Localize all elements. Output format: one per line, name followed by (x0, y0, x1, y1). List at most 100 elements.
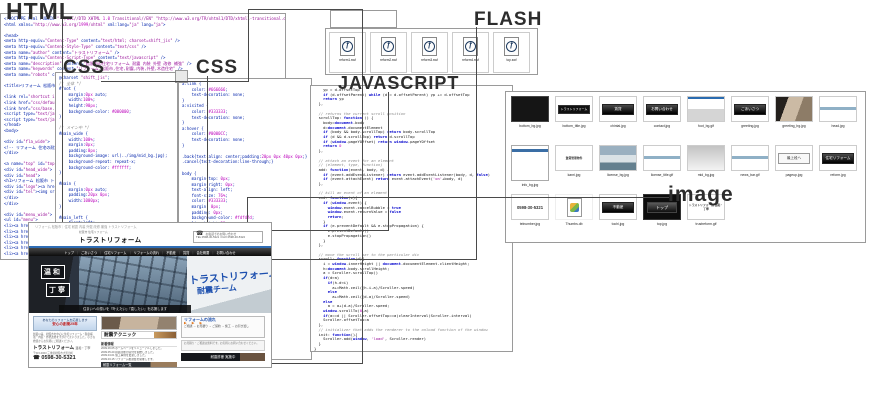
thumbnail[interactable] (687, 96, 725, 122)
connector-line-css-right (207, 76, 208, 222)
file-label: Thumbs.db (565, 222, 583, 226)
phone-icon: ☎ (196, 231, 204, 237)
gallery-item[interactable]: news_bar.gif (728, 143, 772, 192)
connector-line-flash-h (272, 259, 477, 260)
gallery-item[interactable]: トラストリフォーム 温和・丁寧 trustreform.gif (684, 192, 728, 241)
info-box: お見積り・ご相談は無料です。お気軽にお問い合わせください。 (181, 340, 265, 351)
file-label: top.jpg (656, 222, 668, 226)
file-label: trustreform.gif (695, 222, 717, 226)
hero-scaffolding-photo (79, 256, 199, 313)
news-item: 2009.04.01 施工事例を更新しました。 (101, 354, 148, 358)
nav-item: 会社概要 (189, 250, 210, 255)
file-label: greeting.jpg (741, 124, 759, 128)
file-label: foot_bg.gif (698, 124, 714, 128)
thumbnail[interactable]: 住宅リフォーム (819, 145, 857, 171)
website-logo: トラストリフォーム (79, 237, 142, 244)
nav-item: お問い合わせ (209, 250, 236, 255)
thumbnail[interactable] (555, 194, 593, 220)
thumbsdb-icon (566, 197, 582, 217)
campaign-banner: 耐震診断 実施中 (181, 353, 265, 361)
thumbnail[interactable]: トップ (643, 194, 681, 220)
gallery-item[interactable]: bottom_bg.jpg (508, 94, 552, 143)
thumbnail[interactable]: ごあいさつ (731, 96, 769, 122)
phone-line1: お電話でのお問い合わせ (205, 232, 237, 236)
thumbnail[interactable] (511, 96, 549, 122)
gallery-item[interactable]: トップ top.jpg (640, 192, 684, 241)
gallery-item[interactable]: Thumbs.db (552, 192, 596, 241)
thumbnail[interactable]: 最上段へ (775, 145, 813, 171)
clinic-title: 耐震テクニック (102, 332, 154, 338)
thumbnail[interactable] (511, 145, 549, 181)
thumbnail[interactable]: トラストリフォーム (555, 96, 593, 122)
news-list: 2009.06.05 ホームページをリニューアルしました。2009.05.20 … (101, 347, 177, 361)
file-label: head.jpg (831, 124, 845, 128)
thumbnail[interactable] (643, 145, 681, 171)
thumbnail[interactable] (731, 145, 769, 171)
gallery-item[interactable]: info_bg.jpg (508, 143, 552, 192)
website-logo-tagline: 松阪市 住宅リフォーム (79, 230, 108, 234)
nav-item: ごあいさつ (74, 250, 97, 255)
connector-line-css-left-h3 (272, 363, 363, 364)
hero-caption: 住まいへの想いを『叶えたい』『直したい』を応援します (59, 305, 191, 313)
connector-line-js-v (388, 92, 389, 231)
gallery-item[interactable]: license_title.gif (640, 143, 684, 192)
thumbnail[interactable]: 0598-30-5321 (511, 194, 549, 220)
thumbnail[interactable] (687, 145, 725, 171)
gallery-item[interactable]: ごあいさつ greeting.jpg (728, 94, 772, 143)
gallery-item[interactable]: foot_bg.gif (684, 94, 728, 143)
connector-line-html (62, 14, 63, 222)
gallery-item[interactable]: 0598-30-5321 telnumber.jpg (508, 192, 552, 241)
hero-stamp-2: 丁寧 (46, 283, 70, 297)
file-label: bottom_title.jpg (562, 124, 586, 128)
gallery-item[interactable]: 住宅リフォーム reform.jpg (816, 143, 860, 192)
connector-line-image-v (247, 198, 248, 223)
flow-title: リフォームの流れ (184, 317, 216, 322)
section-bar: 耐震リフォーム一覧 (101, 362, 177, 367)
thumbnail[interactable] (775, 96, 813, 122)
footer-company-name: トラストリフォーム (33, 345, 75, 351)
thumbnail[interactable]: お問い合わせ (643, 96, 681, 122)
gallery-item[interactable]: license_bg.jpg (596, 143, 640, 192)
phone-line2: TEL 0598-30-5321 / FAX 0598-30-5322 (196, 235, 246, 240)
thumbnail[interactable]: トラストリフォーム 温和・丁寧 (687, 194, 725, 220)
thumbnail[interactable] (819, 96, 857, 122)
flash-file-label: reform4.swf (462, 58, 479, 62)
gallery-item[interactable]: 不動産 tochi.jpg (596, 192, 640, 241)
nav-item: 不動産 (159, 250, 176, 255)
gallery-item[interactable]: head.jpg (816, 94, 860, 143)
website-content: あなたのリフォームを応援します 安心の創業25年 創業以来、松阪市を中心に住宅リ… (29, 313, 271, 367)
file-label: telnumber.jpg (519, 222, 541, 226)
nav-item: トップ (64, 250, 74, 255)
connector-line-css-left-v1 (248, 9, 249, 82)
scrollbar-fragment[interactable] (175, 70, 188, 83)
flash-file-icon: ƒ (422, 37, 437, 56)
file-label: tochi.jpg (611, 222, 625, 226)
thumbnail[interactable]: 不動産 (599, 194, 637, 220)
thumbnail[interactable]: 賃貸 (599, 96, 637, 122)
wood-texture (154, 332, 176, 338)
file-label: reform.jpg (830, 173, 846, 177)
thumbnail[interactable] (599, 145, 637, 171)
file-label: news_bar.gif (740, 173, 760, 177)
file-label: license_title.gif (650, 173, 674, 177)
javascript-source-code: yp = d.offsetTop if (d.offsetParent) whi… (314, 87, 491, 351)
gallery-item[interactable]: トラストリフォーム bottom_title.jpg (552, 94, 596, 143)
gallery-item[interactable]: greeting_bg.jpg (772, 94, 816, 143)
nav-item: リフォームの流れ (126, 250, 159, 255)
promo-line2: 安心の創業25年 (52, 322, 78, 326)
gallery-item[interactable]: mid_bg.jpg (684, 143, 728, 192)
javascript-label: JAVASCRIPT (338, 73, 460, 93)
news-item: 2009.06.05 ホームページをリニューアルしました。 (101, 347, 164, 350)
flash-file-label: reform2.swf (380, 58, 397, 62)
thumbnail[interactable]: 賃貸管理物件 (555, 145, 593, 171)
